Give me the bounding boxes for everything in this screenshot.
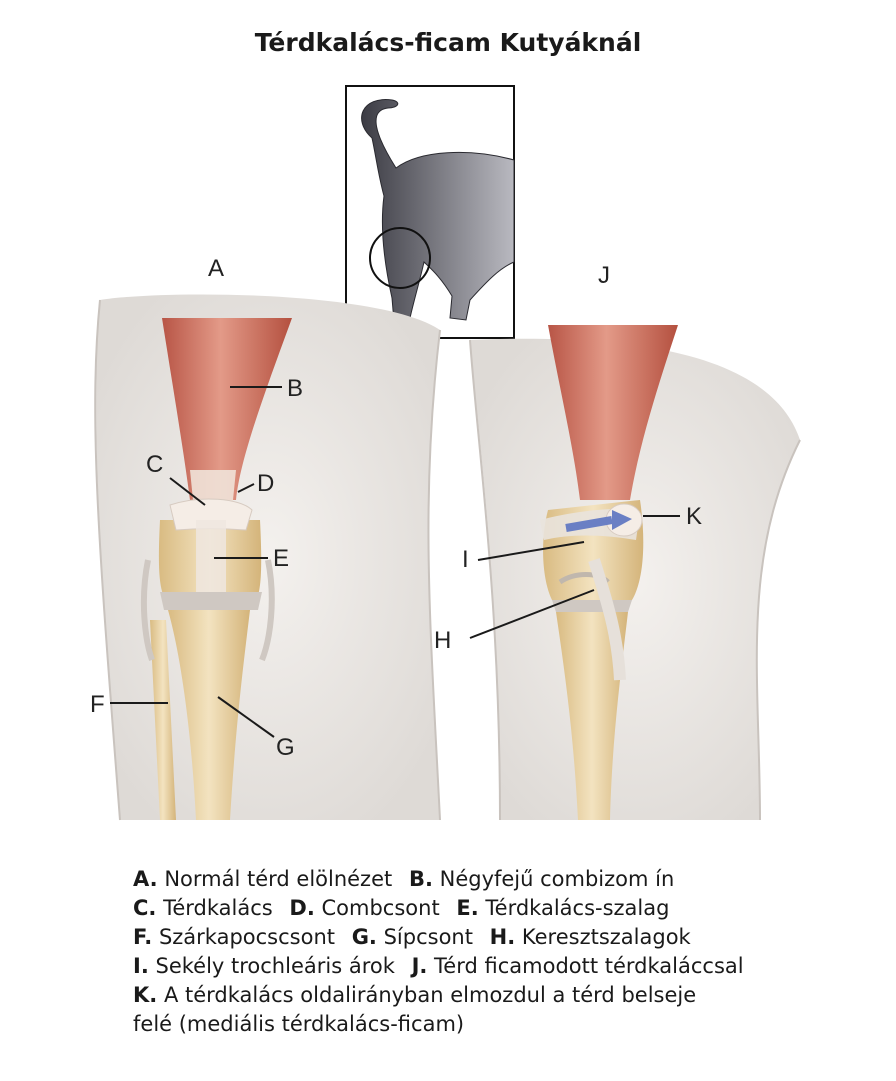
legend-text-c: Térdkalács	[163, 896, 273, 920]
label-c: C	[146, 451, 163, 478]
legend-line-2: C. Térdkalács D. Combcsont E. Térdkalács…	[133, 894, 853, 923]
legend-line-3: F. Szárkapocscsont G. Sípcsont H. Keresz…	[133, 923, 853, 952]
luxated-knee-figure	[469, 325, 801, 821]
legend-text-k-continued: felé (mediális térdkalács-ficam)	[133, 1012, 465, 1036]
legend-text-b: Négyfejű combizom ín	[439, 867, 675, 891]
tibia-bone	[168, 610, 250, 820]
legend-text-g: Sípcsont	[383, 925, 473, 949]
legend-line-5: K. A térdkalács oldalirányban elmozdul a…	[133, 981, 853, 1010]
normal-knee-figure	[94, 294, 441, 821]
legend-text-j: Térd ficamodott térdkaláccsal	[434, 954, 744, 978]
legend-text-k: A térdkalács oldalirányban elmozdul a té…	[163, 983, 697, 1007]
legend-line-4: I. Sekély trochleáris árok J. Térd ficam…	[133, 952, 853, 981]
label-b: B	[287, 375, 303, 402]
knee-illustration: A B C D E F G H I J K	[90, 85, 801, 821]
legend-key-f: F.	[133, 925, 153, 949]
legend-key-c: C.	[133, 896, 157, 920]
label-j: J	[598, 262, 610, 289]
label-i: I	[462, 546, 469, 573]
fibula-bone	[150, 620, 176, 820]
legend-key-a: A.	[133, 867, 158, 891]
legend-key-b: B.	[408, 867, 433, 891]
diagram-title: Térdkalács-ficam Kutyáknál	[254, 28, 642, 57]
legend: A. Normál térd elölnézet B. Négyfejű com…	[133, 865, 853, 1039]
quadriceps-muscle	[162, 318, 292, 500]
legend-text-a: Normál térd elölnézet	[164, 867, 393, 891]
legend-line-6: felé (mediális térdkalács-ficam)	[133, 1010, 853, 1039]
label-f: F	[90, 691, 105, 718]
legend-text-d: Combcsont	[321, 896, 440, 920]
legend-key-d: D.	[289, 896, 315, 920]
legend-key-h: H.	[489, 925, 516, 949]
legend-line-1: A. Normál térd elölnézet B. Négyfejű com…	[133, 865, 853, 894]
legend-text-h: Keresztszalagok	[521, 925, 691, 949]
legend-key-k: K.	[133, 983, 158, 1007]
legend-key-j: J.	[411, 954, 428, 978]
label-k: K	[686, 503, 702, 530]
label-a: A	[208, 255, 224, 282]
label-d: D	[257, 470, 274, 497]
legend-key-i: I.	[133, 954, 149, 978]
dog-inset	[345, 85, 515, 339]
legend-key-e: E.	[456, 896, 479, 920]
label-e: E	[273, 545, 289, 572]
legend-text-i: Sekély trochleáris árok	[155, 954, 395, 978]
label-h: H	[434, 627, 451, 654]
leader-lines	[110, 386, 680, 738]
displacement-arrow	[612, 510, 632, 530]
legend-key-g: G.	[351, 925, 377, 949]
legend-text-e: Térdkalács-szalag	[485, 896, 670, 920]
zoom-circle	[369, 227, 431, 289]
label-g: G	[276, 734, 295, 761]
legend-text-f: Szárkapocscsont	[158, 925, 335, 949]
